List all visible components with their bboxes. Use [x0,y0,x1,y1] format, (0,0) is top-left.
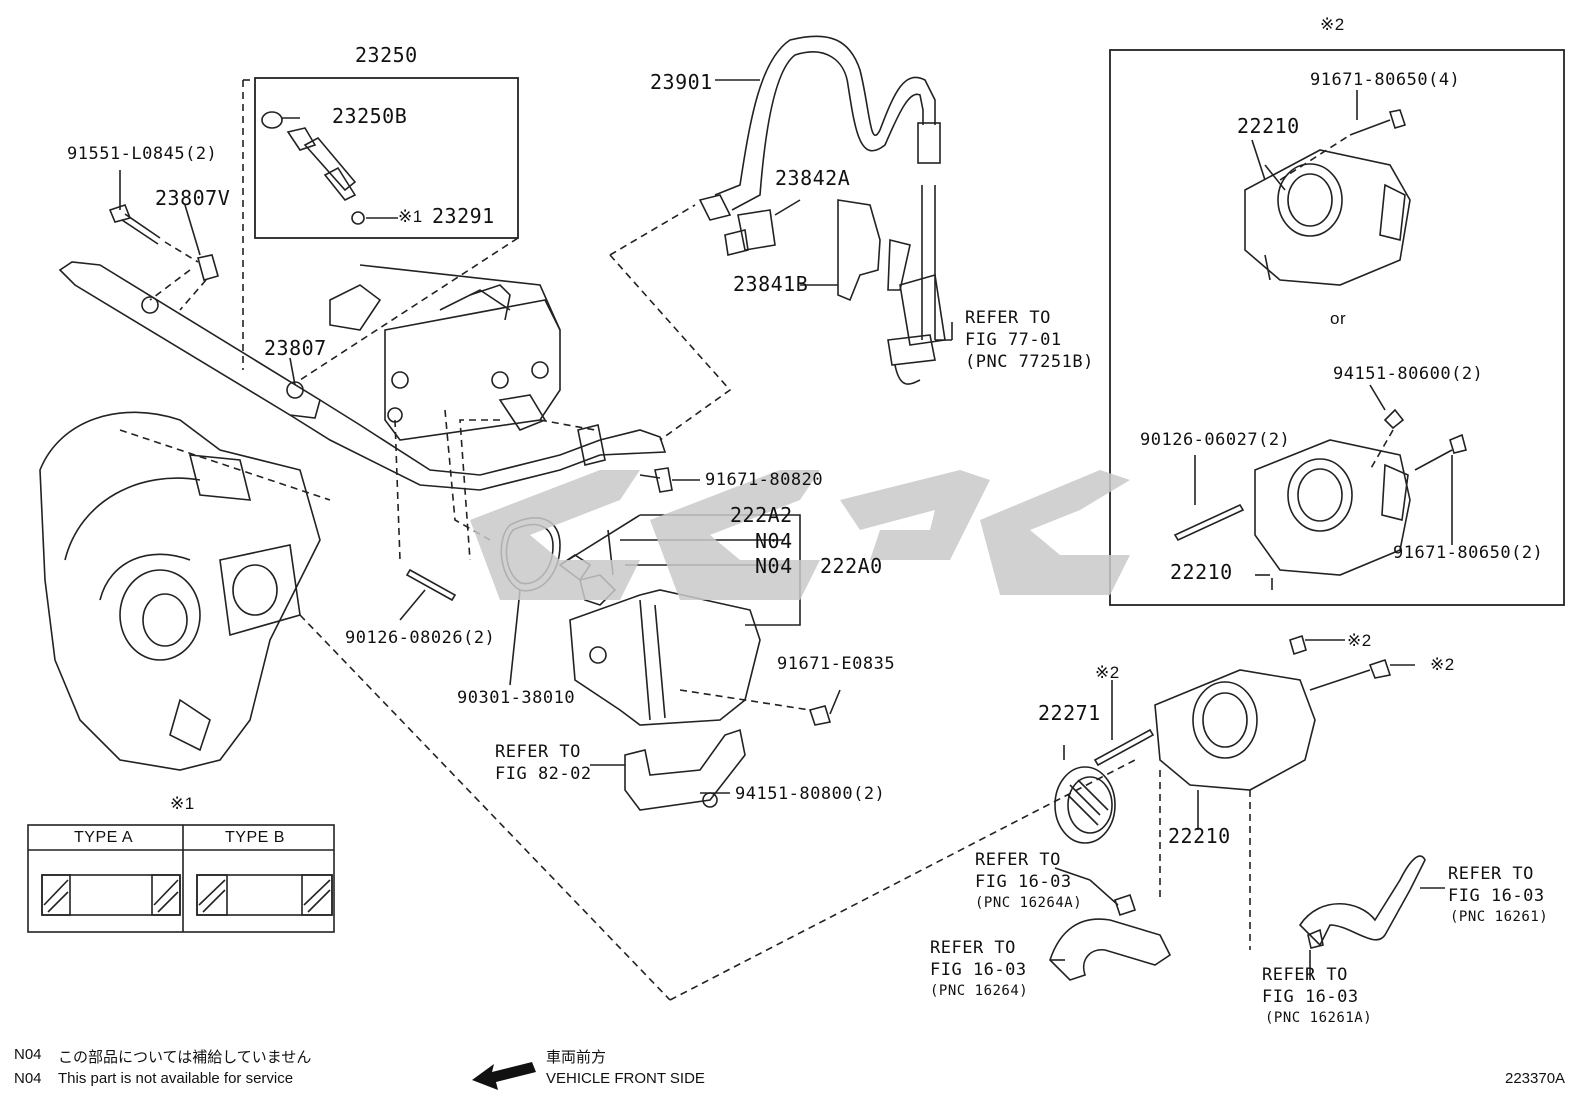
label-91551-l0845: 91551-L0845(2) [67,144,218,164]
label-23250: 23250 [355,43,418,67]
hose-clamp [887,273,952,385]
refer-16264-line1: REFER TO [930,938,1016,958]
label-23291: 23291 [432,204,495,228]
label-n04-a: N04 [755,529,793,553]
label-91671-80820: 91671-80820 [705,470,824,490]
bolt-e0835 [808,689,841,726]
note2-mark-b: ※2 [1430,655,1455,674]
watermark-logo [470,470,1130,600]
type-table [27,824,335,933]
refer-164a-line2: FIG 16-03 [975,872,1072,892]
label-222a2: 222A2 [730,503,793,527]
refer-77-line1: REFER TO [965,308,1051,328]
note1-mark-injector: ※1 [398,207,423,226]
vacuum-hose [698,35,941,340]
intake-manifold [39,411,321,771]
footer-front-jp: 車両前方 [546,1049,607,1066]
label-90126-08026: 90126-08026(2) [345,628,496,648]
figure-id: 223370A [1505,1070,1566,1087]
refer-82-line1: REFER TO [495,742,581,762]
front-arrow-icon [472,1062,536,1090]
refer-16261-line3: (PNC 16261) [1450,909,1549,925]
footer-front-en: VEHICLE FRONT SIDE [546,1070,705,1087]
type-a-label: TYPE A [74,829,134,846]
label-222a0: 222A0 [820,554,883,578]
refer-77-line2: FIG 77-01 [965,330,1062,350]
label-91671-80650-2: 91671-80650(2) [1393,543,1544,563]
note2-mark-c: ※2 [1095,663,1120,682]
refer-82-line2: FIG 82-02 [495,764,592,784]
throttle-gasket [1054,745,1116,844]
refer-16261a-line1: REFER TO [1262,965,1348,985]
label-22271: 22271 [1038,701,1101,725]
label-90301-38010: 90301-38010 [457,688,576,708]
leader-lines [119,79,1453,980]
label-22210-top: 22210 [1237,114,1300,138]
inset-guides [242,79,519,381]
vsv [724,199,801,256]
footer-n04-code-jp: N04 [14,1046,42,1063]
footer-n04-text-en: This part is not available for service [58,1070,294,1087]
water-hose-left [1049,879,1172,981]
water-hose-right [1298,855,1426,949]
refer-16264-line3: (PNC 16264) [930,983,1029,999]
label-23842a: 23842A [775,166,851,190]
label-91671-e0835: 91671-E0835 [777,654,896,674]
refer-16261a-line2: FIG 16-03 [1262,987,1359,1007]
label-91671-80650-4: 91671-80650(4) [1310,70,1461,90]
label-90126-06027: 90126-06027(2) [1140,430,1291,450]
cylinder-head [329,264,561,441]
refer-16264-line2: FIG 16-03 [930,960,1027,980]
fuel-rail [58,261,667,491]
footer-n04-text-jp: この部品については補給していません [58,1049,312,1066]
injector-inset [254,77,519,239]
vsv-bracket [800,199,911,302]
label-22210-mid: 22210 [1170,560,1233,584]
type-table-mark: ※1 [170,794,195,813]
refer-164a-line1: REFER TO [975,850,1061,870]
refer-16261a-line3: (PNC 16261A) [1265,1010,1373,1026]
bracket-82 [590,728,746,811]
rail-bolt [108,203,219,281]
alt-throttle-box [1109,49,1565,606]
type-b-label: TYPE B [225,829,285,846]
refer-16261-line2: FIG 16-03 [1448,886,1545,906]
label-23807v: 23807V [155,186,231,210]
throttle-body-mid [1173,408,1467,590]
label-94151-80800: 94151-80800(2) [735,784,886,804]
footer-n04-code-en: N04 [14,1070,42,1087]
note2-mark-a: ※2 [1347,631,1372,650]
label-23901: 23901 [650,70,713,94]
label-23250b: 23250B [332,104,408,128]
label-22210-bottom: 22210 [1168,824,1231,848]
label-23841b: 23841B [733,272,809,296]
refer-77-line3: (PNC 77251B) [965,352,1094,372]
bolt-80820 [639,467,700,493]
stud-bolt [399,568,457,621]
or-text: or [1330,309,1347,328]
throttle-body-top [1244,109,1411,286]
label-94151-80600: 94151-80600(2) [1333,364,1484,384]
refer-164a-line3: (PNC 16264A) [975,895,1083,911]
refer-16261-line1: REFER TO [1448,864,1534,884]
box2-mark: ※2 [1320,15,1345,34]
label-23807: 23807 [264,336,327,360]
label-n04-b: N04 [755,554,793,578]
throttle-body-bottom [1093,634,1392,830]
